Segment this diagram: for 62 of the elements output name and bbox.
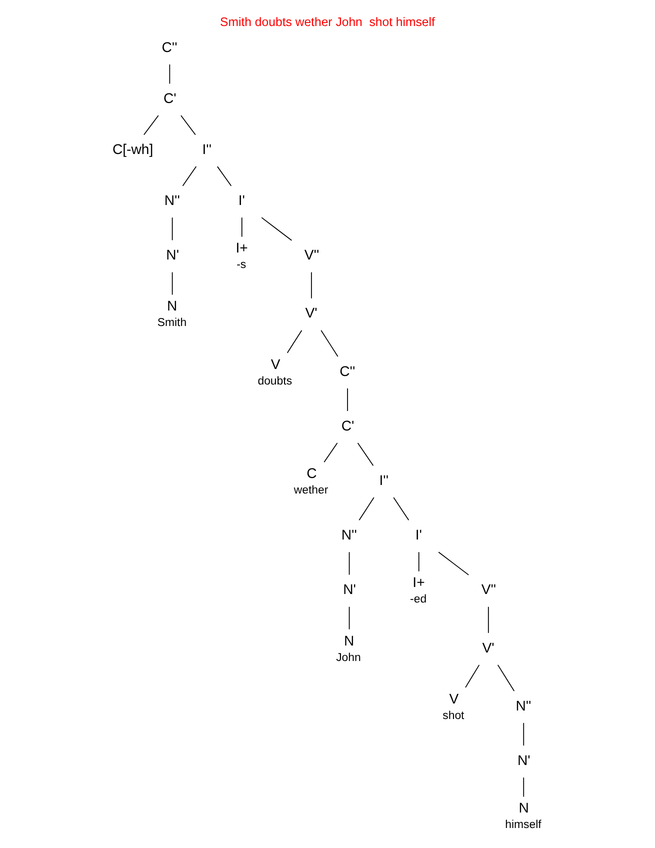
node-label: Smith: [157, 317, 187, 330]
node-label: wether: [294, 484, 328, 496]
node-text: I'': [379, 472, 389, 488]
connector: [357, 442, 374, 466]
node-text: N: [518, 800, 529, 816]
node-text: N: [167, 298, 178, 314]
connector: [348, 552, 350, 576]
connector: [465, 664, 480, 688]
diagram-title: Smith doubts wether John shot himself: [220, 14, 435, 29]
node-label: John: [336, 652, 361, 664]
node-text: I+: [412, 574, 425, 590]
node-text: N': [166, 246, 180, 263]
node-label: -s: [236, 259, 246, 272]
node-text: C[-wh]: [112, 140, 154, 157]
connector: [169, 64, 170, 84]
node-label: -ed: [410, 594, 427, 606]
connector: [523, 777, 524, 798]
node-text: C': [341, 417, 354, 434]
connector: [418, 552, 420, 572]
connector: [172, 217, 173, 241]
node-text: N'': [341, 526, 357, 543]
connector: [347, 388, 348, 412]
connector: [488, 606, 489, 634]
node-text: N': [343, 581, 356, 598]
connector: [438, 552, 470, 576]
node-text: V': [482, 639, 494, 656]
connector: [320, 330, 338, 357]
connector: [358, 497, 374, 521]
connector: [182, 166, 197, 186]
node-text: C': [164, 90, 176, 106]
node-text: N': [517, 752, 530, 768]
connector: [497, 664, 515, 692]
node-text: V': [305, 304, 318, 321]
node-text: N'': [164, 192, 180, 208]
connector: [324, 442, 338, 463]
connector: [311, 272, 312, 299]
node-text: C'': [340, 362, 356, 379]
connector: [286, 330, 302, 354]
node-text: I': [415, 526, 422, 543]
node-label: doubts: [258, 375, 292, 388]
node-text: I'': [202, 140, 212, 157]
connector: [180, 115, 196, 136]
node-text: V: [270, 356, 280, 372]
connector: [393, 497, 410, 521]
node-text: V'': [304, 246, 320, 263]
connector: [523, 722, 524, 746]
connector: [261, 217, 292, 241]
connector: [216, 166, 232, 186]
node-text: C'': [162, 38, 178, 55]
node-text: N'': [516, 697, 532, 714]
connector: [241, 217, 242, 238]
node-text: I': [238, 192, 245, 208]
node-label: himself: [505, 819, 542, 832]
connector: [348, 606, 350, 630]
node-text: V'': [481, 581, 496, 598]
node-text: N: [344, 632, 354, 648]
node-text: I+: [236, 240, 248, 256]
connector: [143, 115, 159, 136]
connector: [172, 272, 173, 296]
node-text: V: [449, 690, 459, 706]
node-label: shot: [442, 710, 464, 722]
node-text: C: [306, 464, 317, 481]
